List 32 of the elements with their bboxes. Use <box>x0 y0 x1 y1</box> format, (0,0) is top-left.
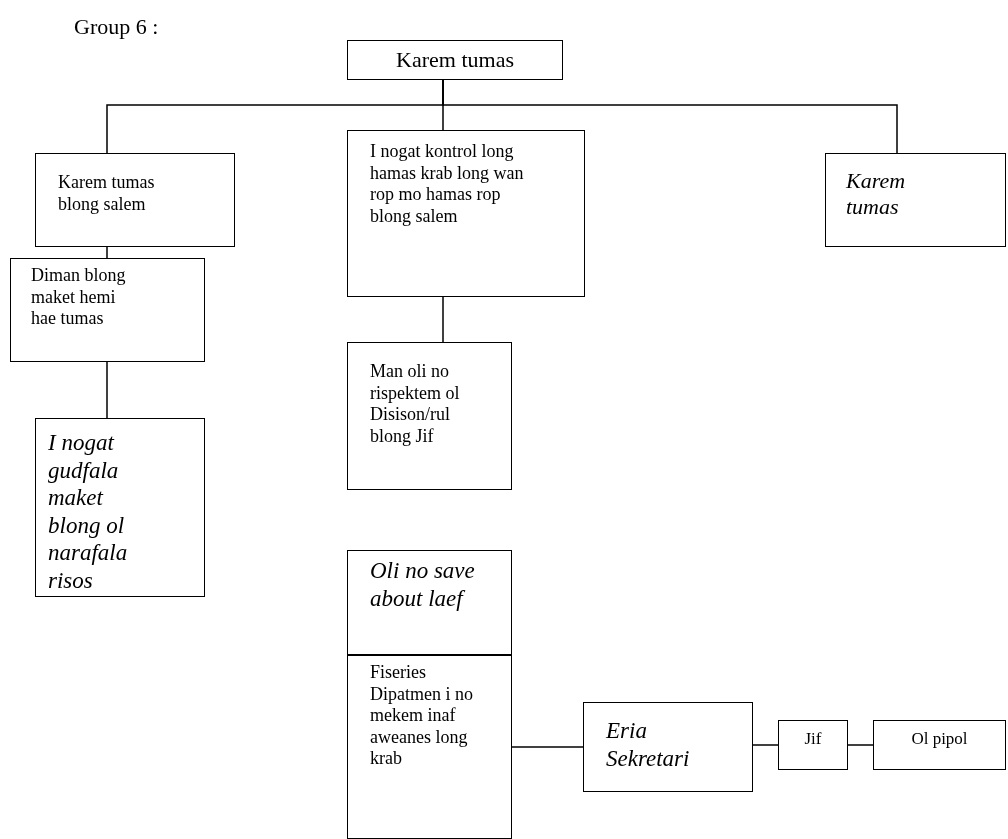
connector-line <box>847 744 874 746</box>
node-text: I nogat gudfala maket blong ol narafala risos <box>48 429 129 595</box>
connector-line <box>442 296 444 343</box>
text-box <box>778 720 848 770</box>
connector-line <box>442 79 898 154</box>
text-box <box>347 130 585 297</box>
diagram-label: Group 6 : <box>74 14 159 40</box>
text-box <box>347 655 512 839</box>
connector-line <box>106 246 108 259</box>
node-text: I nogat kontrol long hamas krab long wan rop mo hamas rop blong salem <box>370 141 525 228</box>
node-text: Diman blong maket hemi hae tumas <box>31 265 127 330</box>
node-text: Eria Sekretari <box>606 717 691 773</box>
node-text: Fiseries Dipatmen i no mekem inaf aweanes long krab <box>370 662 474 770</box>
node-text: Oli no save about laef <box>370 557 476 613</box>
text-box <box>825 153 1006 247</box>
text-box <box>10 258 205 362</box>
connector-line <box>752 744 779 746</box>
text-box <box>35 153 235 247</box>
text-box <box>347 40 563 80</box>
connector-line <box>106 361 108 419</box>
text-box <box>873 720 1006 770</box>
node-text: Karem tumas <box>846 168 907 221</box>
text-box <box>347 550 512 655</box>
text-box <box>347 342 512 490</box>
text-box <box>583 702 753 792</box>
connector-line <box>511 746 584 748</box>
node-text: Karem tumas blong salem <box>58 172 156 216</box>
node-text: Man oli no rispektem ol Disison/rul blong Jif <box>370 361 461 448</box>
node-text: Ol pipol <box>910 729 969 750</box>
node-text: Karem tumas <box>395 47 515 74</box>
text-box <box>35 418 205 597</box>
node-text: Jif <box>803 729 823 750</box>
